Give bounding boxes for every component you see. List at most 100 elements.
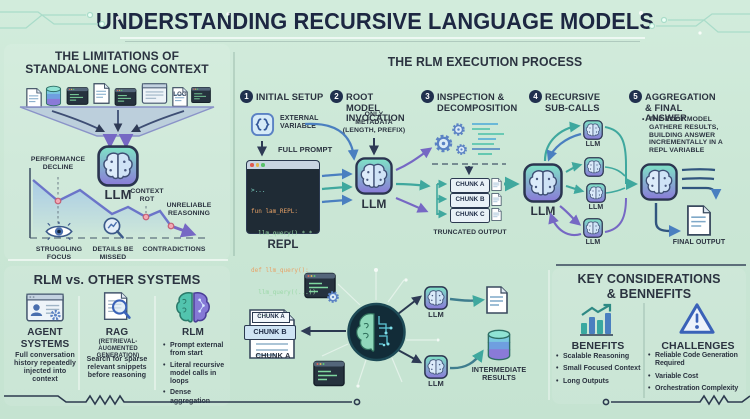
agent-systems-body: Full conversation history repeatedly inj…: [13, 352, 77, 384]
code-line: >...: [251, 186, 266, 194]
unreliable-reasoning-label: UNRELIABLE REASONING: [166, 202, 212, 217]
repl-terminal-window: >... fun lam_REPL: llm_query() * * def l…: [246, 160, 320, 318]
chunk-c-box: CHUNK C: [450, 208, 490, 223]
comparison-heading: RLM vs. OTHER SYSTEMS: [33, 272, 201, 287]
chunk-b-box: CHUNK B: [450, 193, 490, 208]
document-icon: [486, 286, 508, 314]
code-line: fun lam_REPL:: [251, 208, 298, 216]
rag-body: Search for sparse relevant snippets befo…: [86, 356, 148, 380]
limitations-heading-line1: THE LIMITATIONS OF: [54, 49, 179, 63]
details-missed-label: DETAILS BE MISSED: [92, 246, 134, 261]
llm-label: LLM: [361, 197, 387, 211]
browser-agent-icon: [26, 293, 64, 322]
truncated-output-label: TRUNCATED OUTPUT: [433, 229, 507, 236]
considerations-heading-line2: & BENNEFITS: [606, 287, 692, 301]
chunk-b-highlight: CHUNK B: [244, 325, 296, 340]
metadata-note-line3: (LENGTH, PREFIX): [342, 127, 406, 134]
rlm-bullet: Literal recursive model calls in loops: [163, 362, 229, 387]
rlm-title: RLM: [182, 327, 204, 338]
step-number-badge: 2: [330, 90, 343, 103]
challenges-title: CHALLENGES: [661, 340, 735, 352]
benefits-bullets: Scalable Reasoning Small Focused Context…: [556, 353, 642, 387]
step2-title: ROOT MODEL INVOCATION: [346, 92, 405, 124]
terminal-icon: [114, 88, 137, 106]
document-icon: [26, 88, 42, 108]
step-number-badge: 5: [629, 90, 642, 103]
llm-label: LLM: [530, 204, 556, 218]
benefit-item: Long Outputs: [556, 378, 642, 387]
browser-window-icon: [141, 83, 168, 104]
document-icon: [491, 193, 502, 206]
step-number-badge: 3: [421, 90, 434, 103]
terminal-icon: [66, 87, 89, 105]
step-number-badge: 4: [529, 90, 542, 103]
step3-title: INSPECTION & DECOMPOSITION: [437, 92, 518, 113]
close-icon: [250, 163, 254, 167]
llm-label: LLM: [585, 239, 601, 246]
performance-decline-label: PERFORMANCE DECLINE: [30, 156, 86, 171]
gear-icon: [451, 122, 466, 137]
rag-subtitle: (RETRIEVAL-AUGMENTED GENERATION): [96, 339, 140, 359]
terminal-titlebar: [246, 160, 320, 169]
rlm-brain-icon: [174, 290, 212, 323]
llm-label: LLM: [588, 204, 604, 211]
rag-title: RAG: [105, 327, 129, 338]
step4-title: RECURSIVE SUB-CALLS: [545, 92, 601, 113]
chunk-a-tab: CHUNK A: [252, 312, 290, 323]
llm-chip-icon: [424, 355, 448, 379]
challenge-item: Orchestration Complexity: [648, 385, 748, 394]
rag-search-icon: [102, 291, 132, 323]
code-line: ...: [251, 310, 270, 318]
benefit-item: Small Focused Context: [556, 365, 642, 374]
contradictions-label: CONTRADICTIONS: [142, 246, 206, 253]
llm-chip-icon: [583, 218, 603, 238]
code-line: llm_query((...)): [251, 288, 317, 296]
terminal-icon: [191, 84, 211, 106]
step-number-badge: 1: [240, 90, 253, 103]
challenge-item: Variable Cost: [648, 373, 748, 382]
llm-chip-icon: [586, 183, 606, 203]
llm-label: LLM: [585, 141, 601, 148]
gear-icon: [326, 290, 340, 304]
llm-chip-icon: [640, 163, 678, 201]
code-line: llm_query() * *: [251, 230, 313, 238]
minimize-icon: [255, 163, 259, 167]
page-title: UNDERSTANDING RECURSIVE LANGUAGE MODELS: [95, 8, 655, 34]
document-icon: [93, 83, 110, 104]
gear-icon: [455, 143, 468, 156]
llm-chip-icon: [424, 286, 448, 310]
database-icon: [45, 84, 62, 108]
llm-label: LLM: [428, 310, 444, 319]
struggling-focus-label: STRUGGLING FOCUS: [35, 246, 83, 261]
log-label: LOG: [173, 92, 187, 98]
limitations-heading-line2: STANDALONE LONG CONTEXT: [25, 62, 209, 76]
warning-icon: [678, 302, 716, 336]
magnifier-icon: [101, 216, 126, 242]
chunk-a-box: CHUNK A: [450, 178, 490, 193]
rlm-bullet: Prompt external from start: [163, 342, 229, 359]
chunk-caption: CHUNK A: [255, 351, 291, 360]
process-panel: THE RLM EXECUTION PROCESS 1 INITIAL SETU…: [0, 0, 750, 318]
metadata-note-line2: METADATA: [355, 119, 393, 126]
repl-label: REPL: [267, 239, 299, 251]
challenges-bullets: Reliable Code Generation Required Variab…: [648, 352, 748, 394]
rlm-core-logo: [347, 302, 406, 362]
document-icon: [491, 208, 502, 221]
terminal-icon: [313, 360, 345, 387]
llm-chip-icon: [584, 157, 604, 177]
llm-chip-icon: [583, 120, 603, 140]
eye-icon: [44, 221, 74, 242]
aggregation-note: THE ROOT MODEL GATHERE RESULTS, BUILDING…: [642, 116, 727, 155]
benefits-title: BENEFITS: [571, 340, 625, 352]
braces-variable-icon: [250, 112, 275, 137]
metadata-note-line1: ONLY: [364, 111, 384, 118]
llm-label: LLM: [428, 379, 444, 388]
rlm-bullets: Prompt external from start Literal recur…: [163, 342, 229, 406]
step1-title: INITIAL SETUP: [256, 92, 324, 102]
llm-chip-icon: [355, 157, 393, 195]
benefit-item: Scalable Reasoning: [556, 353, 642, 362]
final-output-label: FINAL OUTPUT: [672, 239, 726, 246]
external-variable-label: EXTERNAL VARIABLE: [280, 115, 319, 131]
final-output-document-icon: [686, 205, 712, 236]
